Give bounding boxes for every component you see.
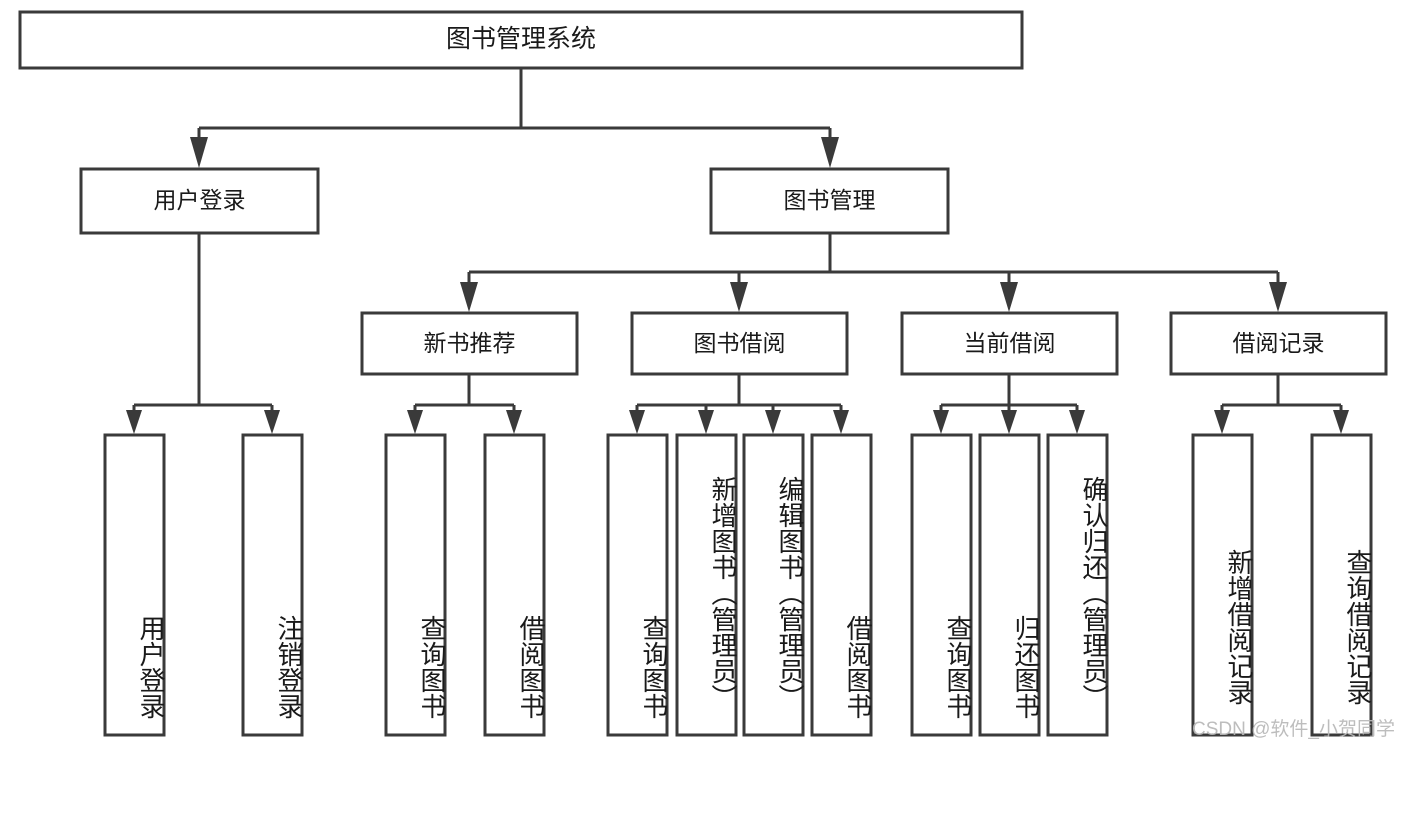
node-box-leaf-borrow-book-2[interactable] bbox=[810, 433, 873, 737]
node-box-leaf-edit-book[interactable] bbox=[742, 433, 805, 737]
connector-user-login-to-leaves bbox=[126, 233, 280, 434]
node-box-leaf-add-book[interactable] bbox=[675, 433, 738, 737]
diagram-canvas bbox=[18, 10, 1388, 737]
node-box-leaf-query-record[interactable] bbox=[1310, 433, 1373, 737]
arrow-head-new-book-recommend bbox=[460, 282, 478, 312]
node-box-current-borrow[interactable] bbox=[900, 311, 1119, 376]
arrow-head-leaf-edit-book bbox=[765, 410, 781, 434]
connector-book-management-to-level3 bbox=[460, 233, 1287, 312]
node-box-leaf-borrow-book-1[interactable] bbox=[483, 433, 546, 737]
node-box-leaf-user-logout[interactable] bbox=[241, 433, 304, 737]
arrow-head-leaf-query-record bbox=[1333, 410, 1349, 434]
arrow-head-leaf-user-logout bbox=[264, 410, 280, 434]
arrow-head-leaf-confirm-return bbox=[1069, 410, 1085, 434]
connector-new-book-recommend-to-leaves bbox=[407, 374, 522, 434]
connector-borrow-record-to-leaves bbox=[1214, 374, 1349, 434]
node-box-leaf-user-login[interactable] bbox=[103, 433, 166, 737]
arrow-head-leaf-add-record bbox=[1214, 410, 1230, 434]
arrow-head-current-borrow bbox=[1000, 282, 1018, 312]
node-box-leaf-query-book-3[interactable] bbox=[910, 433, 973, 737]
node-box-user-login[interactable] bbox=[79, 167, 320, 235]
node-box-new-book-recommend[interactable] bbox=[360, 311, 579, 376]
node-box-leaf-query-book-2[interactable] bbox=[606, 433, 669, 737]
arrow-head-leaf-query-book-1 bbox=[407, 410, 423, 434]
arrow-head-leaf-user-login bbox=[126, 410, 142, 434]
arrow-head-leaf-return-book bbox=[1001, 410, 1017, 434]
arrow-head-borrow-record bbox=[1269, 282, 1287, 312]
connector-book-borrow-to-leaves bbox=[629, 374, 849, 434]
node-box-leaf-query-book-1[interactable] bbox=[384, 433, 447, 737]
arrow-head-book-management bbox=[821, 137, 839, 168]
node-box-root[interactable] bbox=[18, 10, 1024, 70]
arrow-head-user-login bbox=[190, 137, 208, 168]
arrow-head-leaf-borrow-book-1 bbox=[506, 410, 522, 434]
connector-current-borrow-to-leaves bbox=[933, 374, 1085, 434]
connector-root-to-level2 bbox=[190, 68, 839, 168]
node-box-borrow-record[interactable] bbox=[1169, 311, 1388, 376]
node-box-book-management[interactable] bbox=[709, 167, 950, 235]
node-box-leaf-confirm-return[interactable] bbox=[1046, 433, 1109, 737]
arrow-head-leaf-add-book bbox=[698, 410, 714, 434]
org-chart-diagram: 图书管理系统 用户登录 图书管理 新书推荐 图书借阅 当前借阅 借阅记录 用户登… bbox=[18, 10, 1395, 740]
arrow-head-book-borrow bbox=[730, 282, 748, 312]
node-box-leaf-add-record[interactable] bbox=[1191, 433, 1254, 737]
arrow-head-leaf-borrow-book-2 bbox=[833, 410, 849, 434]
arrow-head-leaf-query-book-2 bbox=[629, 410, 645, 434]
node-box-leaf-return-book[interactable] bbox=[978, 433, 1041, 737]
node-box-book-borrow[interactable] bbox=[630, 311, 849, 376]
arrow-head-leaf-query-book-3 bbox=[933, 410, 949, 434]
